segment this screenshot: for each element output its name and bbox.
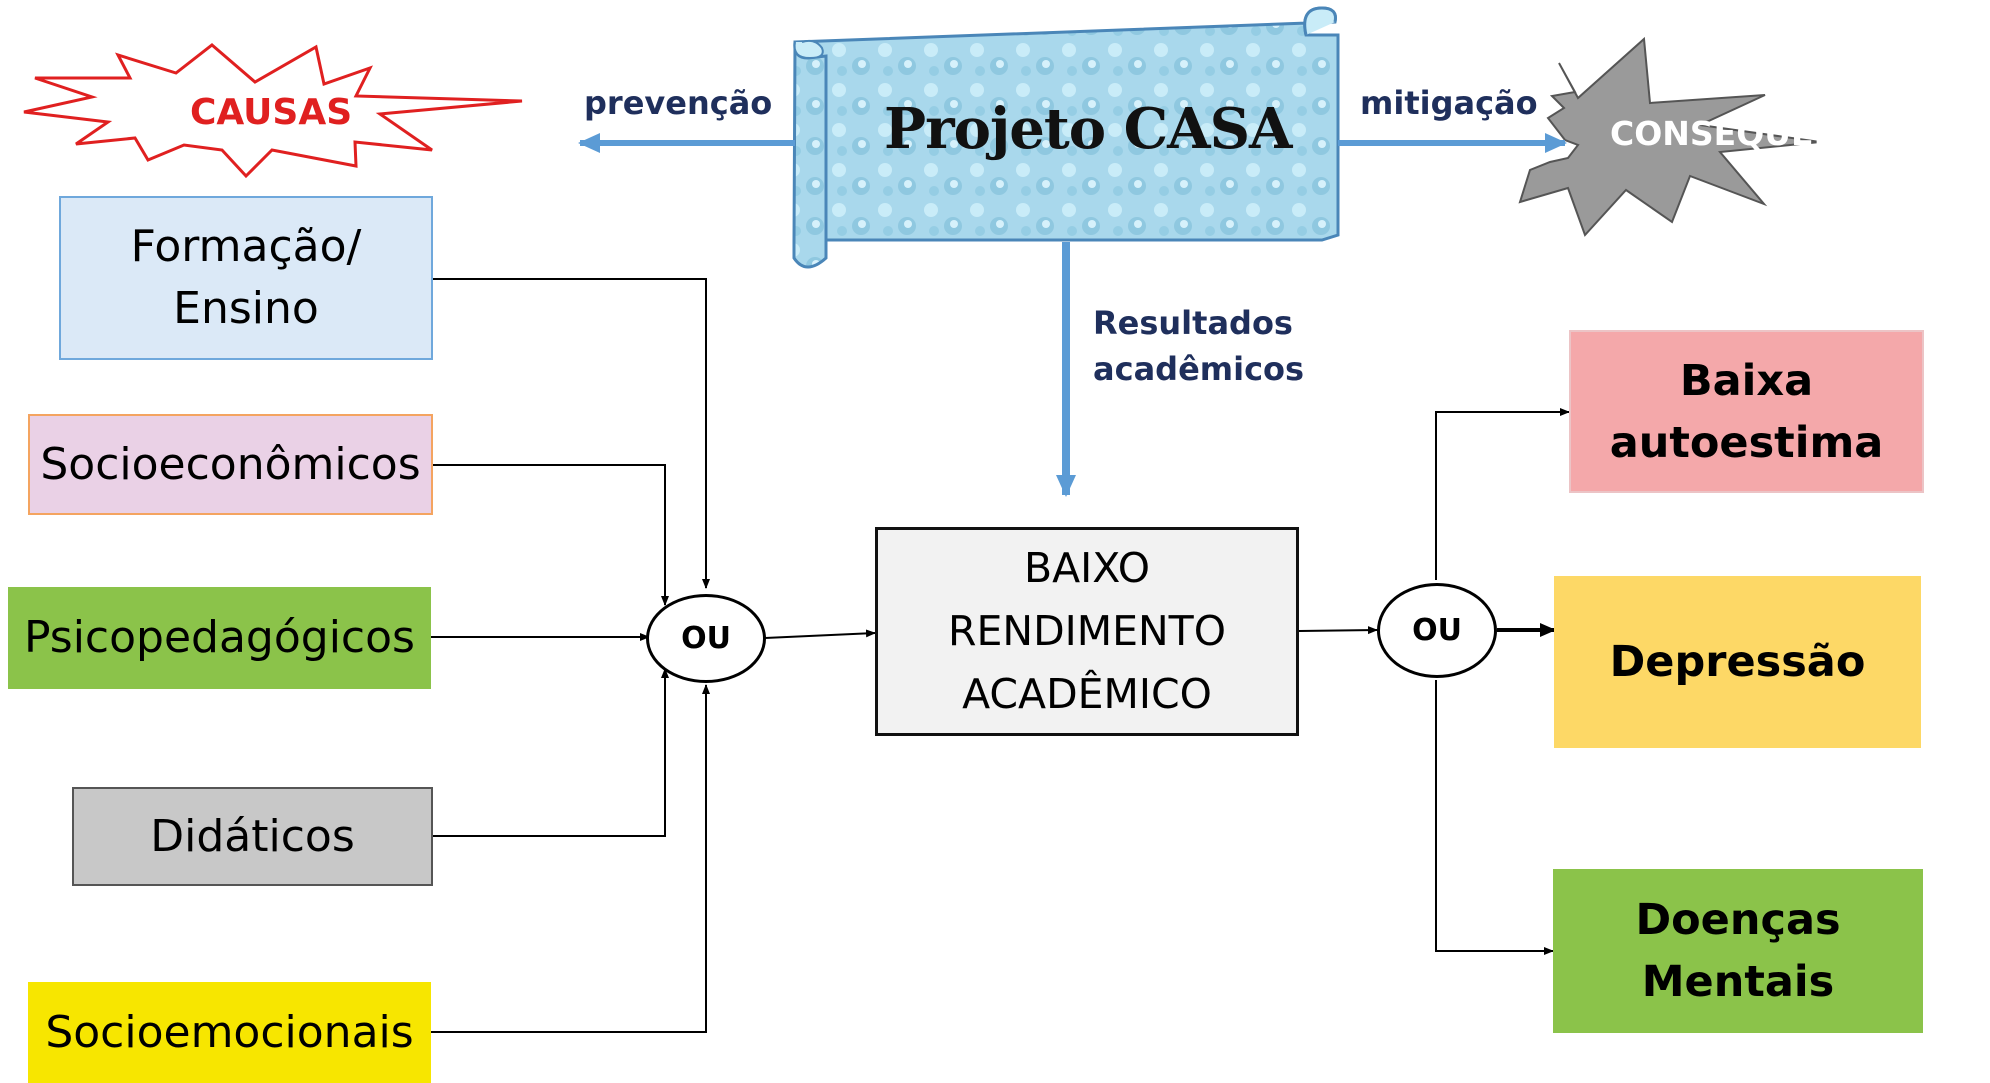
or-gate-right-label: OU: [1412, 613, 1462, 648]
cause-socioeconomicos: Socioeconômicos: [28, 414, 433, 515]
prevention-label: prevenção: [584, 84, 773, 122]
connector-baixa-autoestima: [1435, 408, 1570, 580]
mitigation-label: mitigação: [1360, 84, 1538, 122]
consequence-depressao-label: Depressão: [1609, 637, 1866, 687]
low-academic-performance-box: BAIXO RENDIMENTO ACADÊMICO: [875, 527, 1299, 736]
cause-socioeconomicos-label: Socioeconômicos: [40, 438, 421, 490]
cause-formacao-ensino: Formação/ Ensino: [59, 196, 433, 360]
consequences-label: CONSEQUÊNCIAS: [1610, 114, 1928, 153]
project-title: Projeto CASA: [884, 96, 1292, 162]
connector-center-to-gate: [1298, 626, 1378, 635]
connector-gate-to-center: [764, 629, 876, 639]
cause-formacao-ensino-label: Formação/ Ensino: [130, 221, 362, 334]
or-gate-left-label: OU: [681, 621, 731, 656]
consequence-doencas-mentais-label: Doenças Mentais: [1635, 895, 1841, 1007]
consequences-burst-shape: [1518, 36, 1821, 237]
or-gate-right: OU: [1377, 583, 1497, 678]
connector-didaticos: [433, 668, 669, 837]
causes-label: CAUSAS: [190, 92, 353, 133]
or-gate-left: OU: [646, 594, 766, 683]
cause-didaticos-label: Didáticos: [150, 810, 355, 862]
connector-formacao: [433, 278, 710, 589]
causes-burst-shape: [23, 43, 523, 179]
cause-psicopedagogicos: Psicopedagógicos: [8, 587, 431, 689]
low-academic-performance-label: BAIXO RENDIMENTO ACADÊMICO: [948, 544, 1226, 718]
consequence-doencas-mentais: Doenças Mentais: [1553, 869, 1923, 1033]
academic-results-label: Resultados acadêmicos: [1093, 304, 1305, 388]
cause-didaticos: Didáticos: [72, 787, 433, 886]
cause-socioemocionais-label: Socioemocionais: [45, 1006, 414, 1058]
connector-socioemocionais: [431, 684, 710, 1033]
consequence-baixa-autoestima: Baixa autoestima: [1569, 330, 1924, 493]
consequence-depressao: Depressão: [1554, 576, 1921, 748]
cause-psicopedagogicos-label: Psicopedagógicos: [24, 612, 415, 663]
project-scroll: [792, 6, 1340, 269]
connector-doencas-mentais: [1435, 680, 1554, 955]
connector-socioeconomicos: [433, 464, 669, 606]
consequence-baixa-autoestima-label: Baixa autoestima: [1609, 355, 1884, 468]
cause-socioemocionais: Socioemocionais: [28, 982, 431, 1083]
